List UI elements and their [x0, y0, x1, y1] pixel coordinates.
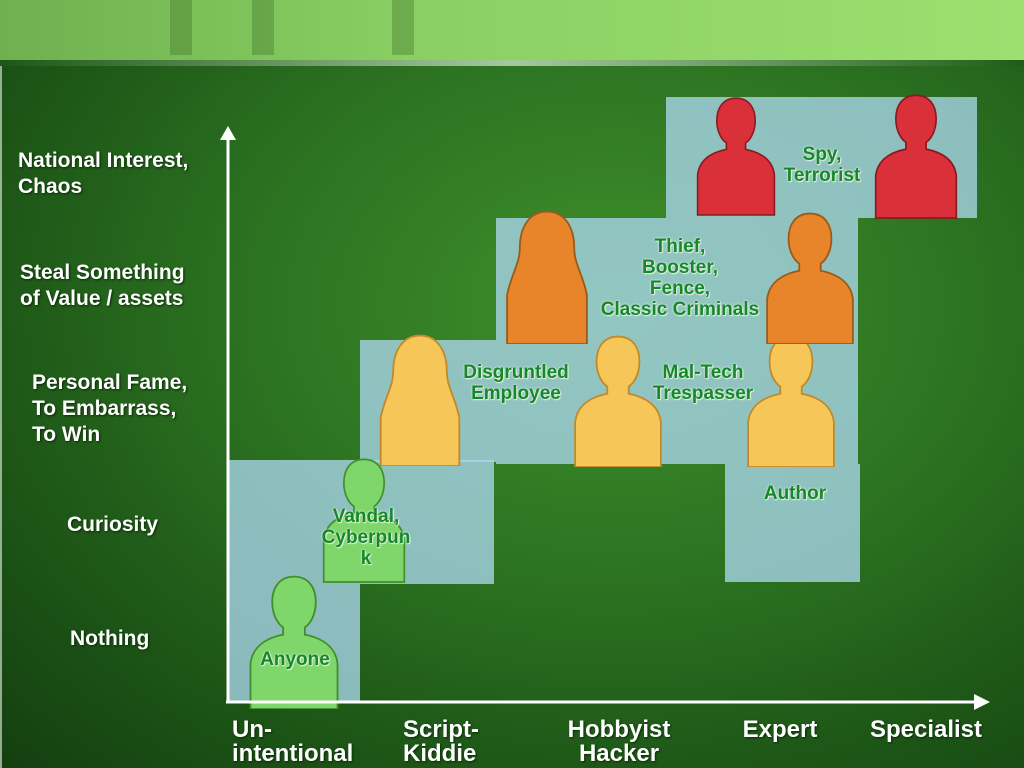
x-label-specialist: Specialist: [869, 716, 983, 743]
person-maltech-icon: [574, 335, 662, 467]
y-label-nothing: Nothing: [70, 627, 150, 650]
person-thief-right-icon: [766, 212, 854, 344]
y-label-curiosity: Curiosity: [67, 513, 159, 536]
actor-label-disgruntled: Disgruntled Employee: [463, 362, 569, 404]
header-band: [0, 0, 1024, 60]
x-label-script-kiddie: Script- Kiddie: [403, 716, 480, 767]
person-thief-left-icon: [506, 210, 588, 344]
person-author-icon: [747, 335, 835, 467]
left-edge-line: [0, 66, 2, 768]
x-axis-arrow-icon: [974, 694, 990, 710]
x-label-expert: Expert: [742, 716, 818, 743]
x-label-hobbyist-hacker: Hobbyist Hacker: [567, 716, 671, 767]
person-anyone-icon: [249, 575, 339, 709]
person-spy-icon: [696, 97, 776, 216]
header-decoration: [170, 0, 192, 55]
actor-label-anyone: Anyone: [260, 649, 330, 670]
header-decoration: [392, 0, 414, 55]
header-divider: [0, 60, 1024, 66]
y-label-national-interest: National Interest, Chaos: [18, 149, 189, 198]
x-label-unintentional: Un- intentional: [232, 716, 354, 767]
person-vandal-icon: [322, 458, 406, 583]
actor-label-vandal: Vandal, Cyberpun k: [321, 506, 411, 569]
y-label-personal-fame: Personal Fame, To Embarrass, To Win: [32, 371, 188, 446]
actor-label-maltech: Mal-Tech Trespasser: [652, 362, 754, 404]
y-label-steal: Steal Something of Value / assets: [20, 261, 185, 310]
person-disgruntled-icon: [379, 334, 461, 466]
person-terrorist-icon: [874, 94, 958, 219]
actor-label-spy: Spy, Terrorist: [783, 144, 861, 186]
region-author: [725, 464, 860, 582]
actor-label-thief: Thief, Booster, Fence, Classic Criminals: [600, 236, 760, 320]
y-axis-arrow-icon: [220, 126, 236, 140]
header-decoration: [252, 0, 274, 55]
actor-label-author: Author: [763, 483, 827, 504]
